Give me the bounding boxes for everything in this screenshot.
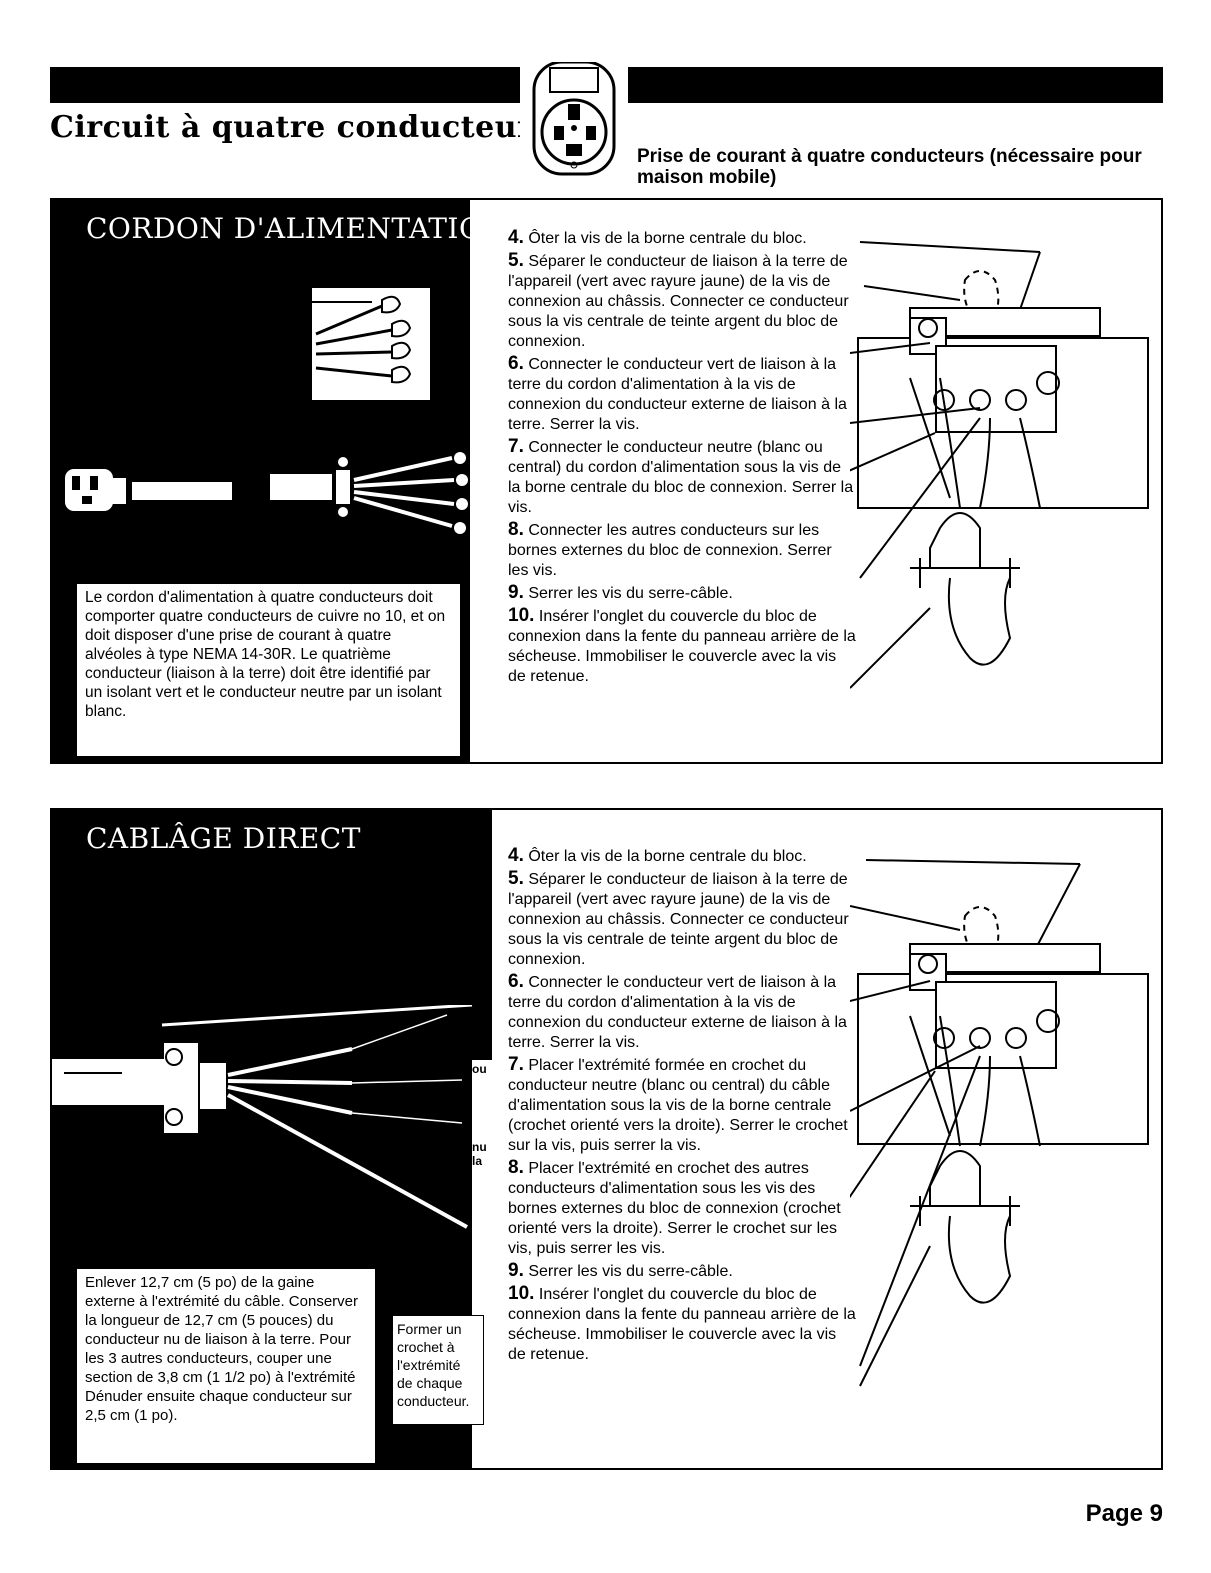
step-4: 4. Ôter la vis de la borne centrale du b… [508,227,807,248]
step-4: 4. Ôter la vis de la borne centrale du b… [508,845,807,866]
step-9: 9. Serrer les vis du serre-câble. [508,1260,733,1281]
terminal-block-diagram [850,228,1155,708]
step-6: 6. Connecter le conducteur vert de liais… [508,971,847,1052]
power-cord-heading: CORDON D'ALIMENTATION [86,212,508,245]
step-8: 8. Connecter les autres conducteurs sur … [508,519,832,580]
outlet-caption: Prise de courant à quatre conducteurs (n… [637,146,1142,188]
four-prong-outlet-illustration [520,62,628,177]
step-10: 10. Insérer l'onglet du couvercle du blo… [508,605,856,686]
wire-end-illustration [356,1342,370,1422]
step-7: 7. Placer l'extrémité formée en crochet … [508,1054,848,1155]
direct-wiring-steps: 4. Ôter la vis de la borne centrale du b… [508,846,856,1367]
step-6: 6. Connecter le conducteur vert de liais… [508,353,847,434]
step-10: 10. Insérer l'onglet du couvercle du blo… [508,1283,856,1364]
direct-wiring-note: Enlever 12,7 cm (5 po) de la gaine exter… [76,1268,376,1464]
direct-wiring-illustration [52,1005,492,1255]
step-5: 5. Séparer le conducteur de liaison à la… [508,250,849,351]
direct-wiring-heading: CABLÂGE DIRECT [86,822,361,855]
hook-note: Former un crochet à l'extrémité de chaqu… [392,1315,484,1425]
step-9: 9. Serrer les vis du serre-câble. [508,582,733,603]
page-title: Circuit à quatre conducteurs... [50,110,584,145]
page-number: Page 9 [1085,1500,1163,1527]
power-cord-illustration [62,450,472,540]
direct-wiring-dark-strip [472,810,492,1060]
wire-ends-inset [312,288,430,400]
step-5: 5. Séparer le conducteur de liaison à la… [508,868,849,969]
power-cord-steps: 4. Ôter la vis de la borne centrale du b… [508,228,856,689]
step-7: 7. Connecter le conducteur neutre (blanc… [508,436,854,517]
terminal-block-diagram-2 [850,846,1155,1406]
power-cord-note: Le cordon d'alimentation à quatre conduc… [76,583,461,757]
step-8: 8. Placer l'extrémité en crochet des aut… [508,1157,841,1258]
